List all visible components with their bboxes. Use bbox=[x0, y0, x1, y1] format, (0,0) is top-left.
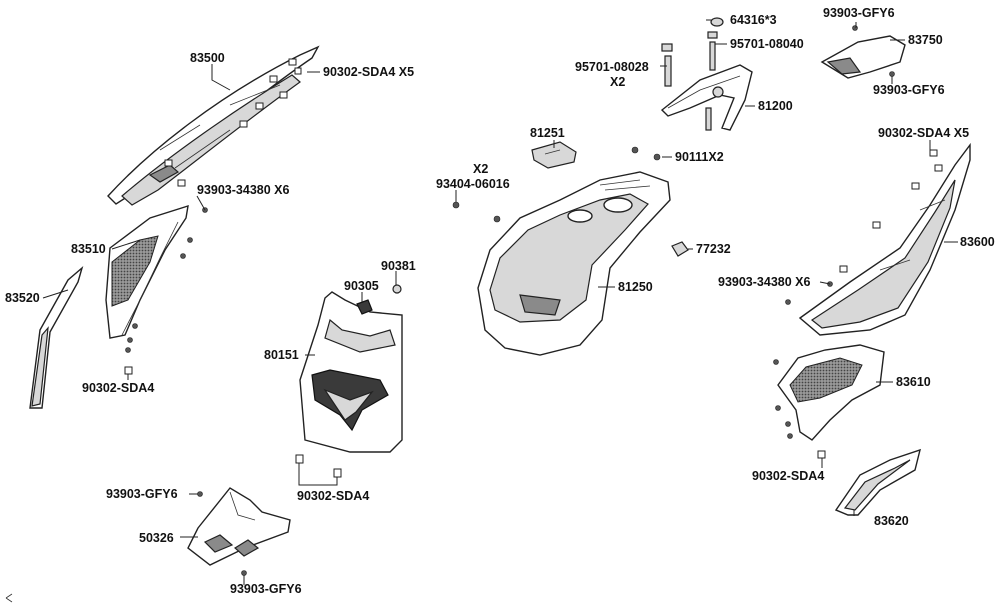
label-64316: 64316*3 bbox=[730, 13, 777, 27]
label-90302-sda4-left: 90302-SDA4 bbox=[82, 381, 154, 395]
clip-90302-left bbox=[124, 366, 133, 375]
label-50326: 50326 bbox=[139, 531, 174, 545]
part-81251-lid bbox=[531, 141, 577, 169]
part-83750-rear-cover bbox=[820, 35, 906, 79]
clips-90302-mid-set bbox=[295, 454, 342, 478]
bolts-95701-set bbox=[661, 31, 718, 131]
label-83600: 83600 bbox=[960, 235, 995, 249]
label-93903-gfy6-mid: 93903-GFY6 bbox=[106, 487, 178, 501]
clip-90302-right bbox=[817, 450, 826, 459]
label-83620: 83620 bbox=[874, 514, 909, 528]
label-95701-08040: 95701-08040 bbox=[730, 37, 804, 51]
label-83510: 83510 bbox=[71, 242, 106, 256]
screw-93903-gfy6-right bbox=[889, 71, 895, 77]
part-64316-cap bbox=[710, 17, 724, 27]
label-95701-08028: 95701-08028 bbox=[575, 60, 649, 74]
label-93903-34380-x6-left: 93903-34380 X6 bbox=[197, 183, 289, 197]
label-90302-sda4-mid: 90302-SDA4 bbox=[297, 489, 369, 503]
part-81250-helmet-box bbox=[477, 171, 671, 356]
label-93903-gfy6-bottom: 93903-GFY6 bbox=[230, 582, 302, 596]
label-83750: 83750 bbox=[908, 33, 943, 47]
clips-90302-right-set bbox=[839, 149, 943, 273]
label-93404-06016: 93404-06016 bbox=[436, 177, 510, 191]
corner-mark bbox=[5, 593, 13, 603]
part-80151-inner-cover bbox=[299, 291, 403, 453]
label-83500: 83500 bbox=[190, 51, 225, 65]
part-83600-side-cover bbox=[798, 142, 971, 336]
part-labels: 83500 90302-SDA4 X5 93903-34380 X6 83510… bbox=[5, 6, 995, 596]
part-83610-side-panel bbox=[777, 344, 885, 441]
clips-90302-left-set bbox=[164, 58, 302, 187]
label-90111: 90111X2 bbox=[675, 150, 724, 164]
label-93404-qty: X2 bbox=[473, 162, 488, 176]
label-83610: 83610 bbox=[896, 375, 931, 389]
screw-93903-gfy6-mid bbox=[197, 491, 203, 497]
screw-93903-gfy6-top bbox=[852, 25, 858, 31]
screw-93903-gfy6-bottom bbox=[241, 570, 247, 576]
label-81251: 81251 bbox=[530, 126, 565, 140]
part-83520-side-strip bbox=[29, 265, 84, 409]
label-93903-gfy6-right: 93903-GFY6 bbox=[873, 83, 945, 97]
part-83500-side-cover bbox=[107, 45, 320, 206]
label-77232: 77232 bbox=[696, 242, 731, 256]
label-90302-sda4-x5-left: 90302-SDA4 X5 bbox=[323, 65, 414, 79]
screws-center-set bbox=[452, 146, 661, 223]
label-81200: 81200 bbox=[758, 99, 793, 113]
label-83520: 83520 bbox=[5, 291, 40, 305]
part-83620-strip bbox=[834, 448, 921, 516]
label-81250: 81250 bbox=[618, 280, 653, 294]
label-95701-08028-qty: X2 bbox=[610, 75, 625, 89]
label-80151: 80151 bbox=[264, 348, 299, 362]
label-93903-34380-x6-right: 93903-34380 X6 bbox=[718, 275, 810, 289]
part-50326-lower-cover bbox=[187, 487, 291, 566]
label-90302-sda4-x5-right: 90302-SDA4 X5 bbox=[878, 126, 969, 140]
leader-lines bbox=[42, 19, 958, 585]
label-90305: 90305 bbox=[344, 279, 379, 293]
label-90302-sda4-right: 90302-SDA4 bbox=[752, 469, 824, 483]
part-77232-hook bbox=[671, 241, 689, 257]
label-90381: 90381 bbox=[381, 259, 416, 273]
part-90381-clip bbox=[392, 284, 402, 294]
part-90305-clip bbox=[356, 299, 373, 315]
label-93903-gfy6-top: 93903-GFY6 bbox=[823, 6, 895, 20]
part-83510-side-panel bbox=[105, 204, 189, 339]
part-81200-grab-rail bbox=[660, 64, 753, 131]
